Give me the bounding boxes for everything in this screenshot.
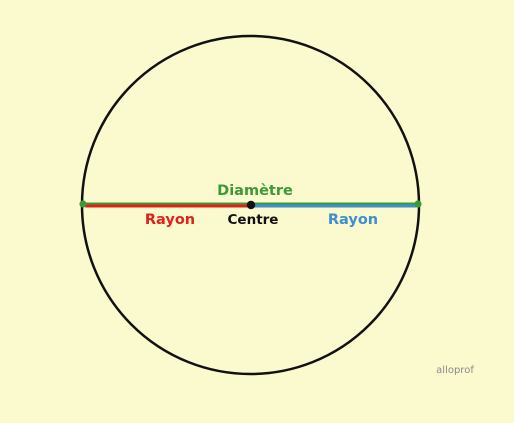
center-point — [246, 200, 256, 210]
diameter-label: Diamètre — [217, 183, 293, 199]
radius-label-left: Rayon — [145, 212, 195, 228]
diameter-endpoint-left — [79, 200, 87, 208]
alloprof-watermark: alloprof — [436, 365, 474, 376]
diameter-endpoint-right — [414, 200, 422, 208]
center-label: Centre — [228, 212, 279, 228]
radius-label-right: Rayon — [328, 212, 378, 228]
